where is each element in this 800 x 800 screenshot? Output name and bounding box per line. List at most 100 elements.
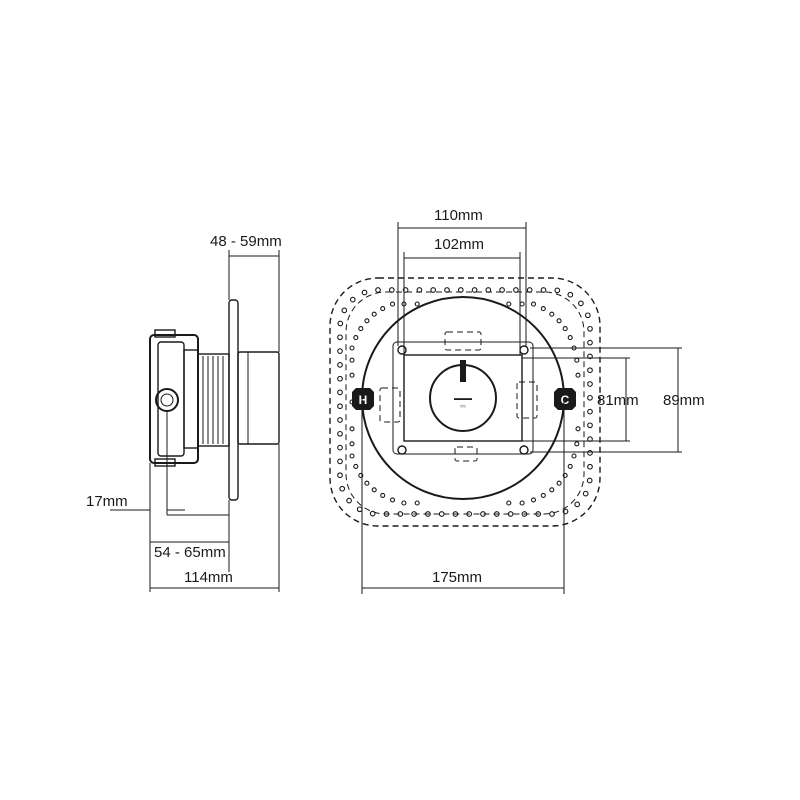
screw-hole-icon [389,301,396,307]
screw-hole-icon [383,511,390,517]
screw-hole-icon [540,287,547,293]
screw-hole-icon [402,287,409,293]
screw-hole-icon [425,511,431,517]
side-face-plate [228,299,239,501]
dim-install-depth: 54 - 65mm [150,500,230,572]
screw-hole-icon [562,326,568,332]
screw-hole-icon [364,480,370,486]
screw-hole-icon [530,497,537,503]
dim-install-depth-label: 54 - 65mm [154,544,226,561]
screw-hole-icon [507,511,514,517]
screw-hole-icon [584,312,591,319]
front-mounting-frame [379,331,538,462]
screw-hole-icon [587,339,593,346]
screw-hole-icon [369,510,376,517]
frame-screw-icon [519,445,529,455]
screw-hole-icon [587,394,593,401]
screw-hole-icon [506,301,512,307]
screw-hole-icon [530,301,537,307]
screw-hole-icon [554,287,561,294]
screw-hole-icon [438,511,445,517]
side-threaded-sleeve [197,353,230,447]
dim-inner-height-label: 81mm [597,392,639,409]
screw-hole-icon [521,511,528,517]
screw-hole-icon [519,500,525,506]
screw-hole-icon [587,463,593,470]
screw-hole-icon [452,511,459,517]
screw-hole-icon [575,426,581,432]
screw-hole-icon [346,497,352,504]
screw-hole-icon [337,430,343,437]
front-screw-hole-ring [337,287,593,517]
front-valve-spindle: ▬▬▬ ≈≈ [429,360,497,432]
dim-outer-height: 89mm [530,347,705,453]
screw-hole-icon [574,501,581,508]
screw-hole-icon [587,325,593,332]
screw-hole-icon [397,511,404,517]
screw-hole-icon [586,477,593,484]
screw-hole-icon [556,480,562,486]
screw-hole-icon [371,311,377,317]
screw-hole-icon [380,306,386,312]
screw-hole-icon [341,307,348,314]
screw-hole-icon [414,301,420,307]
dim-inner-width-label: 102mm [434,236,484,253]
screw-hole-icon [499,287,505,293]
screw-hole-icon [353,463,359,469]
hot-inlet-marker: H [352,388,374,410]
side-trim-collar [237,351,280,445]
screw-hole-icon [375,287,381,293]
dim-total-depth-label: 114mm [184,569,233,586]
screw-hole-icon [337,458,343,465]
screw-hole-icon [349,296,356,303]
screw-hole-icon [575,372,581,378]
screw-hole-icon [549,487,555,493]
screw-hole-icon [519,301,525,307]
screw-hole-icon [416,287,423,293]
screw-hole-icon [535,511,542,517]
screw-hole-icon [380,492,386,498]
screw-hole-icon [549,511,555,517]
screw-hole-icon [571,453,577,459]
screw-hole-icon [401,500,407,506]
screw-hole-icon [358,472,364,478]
screw-hole-icon [574,357,580,363]
screw-hole-icon [567,463,573,469]
screw-hole-icon [587,408,593,415]
screw-hole-icon [567,291,574,298]
hot-label: H [359,393,368,407]
screw-hole-icon [353,335,359,341]
dim-plate-diameter-label: 175mm [432,569,482,586]
screw-hole-icon [356,506,363,513]
cold-inlet-marker: C [554,388,576,410]
dim-outer-width-label: 110mm [434,207,483,224]
dim-face-depth: 48 - 59mm [210,233,282,352]
screw-hole-icon [506,500,512,506]
front-outer-dashed-plate [329,277,601,527]
screw-hole-icon [587,367,593,374]
screw-hole-icon [457,287,464,293]
front-inner-dashed-plate [345,291,585,515]
screw-hole-icon [549,311,555,317]
screw-hole-icon [337,403,343,410]
dim-face-depth-label: 48 - 59mm [210,233,282,250]
frame-screw-icon [397,445,407,455]
screw-hole-icon [339,485,346,492]
front-view: ▬▬▬ ≈≈ H C 110mm 102mm [329,207,705,594]
screw-hole-icon [349,357,355,363]
screw-hole-icon [430,287,437,293]
dim-offset: 17mm [86,411,185,515]
side-view: 48 - 59mm 17mm 54 - 65mm 114mm [86,233,282,592]
screw-hole-icon [587,381,593,387]
screw-hole-icon [337,444,343,451]
screw-hole-icon [587,422,593,429]
screw-hole-icon [411,511,417,517]
valve-brand-mark: ▬▬▬ [454,396,472,402]
side-inlet-port [155,388,179,412]
dim-outer-height-label: 89mm [663,392,705,409]
screw-hole-icon [582,490,589,497]
cold-label: C [561,393,570,407]
screw-hole-icon [337,389,343,396]
screw-hole-icon [526,287,533,293]
